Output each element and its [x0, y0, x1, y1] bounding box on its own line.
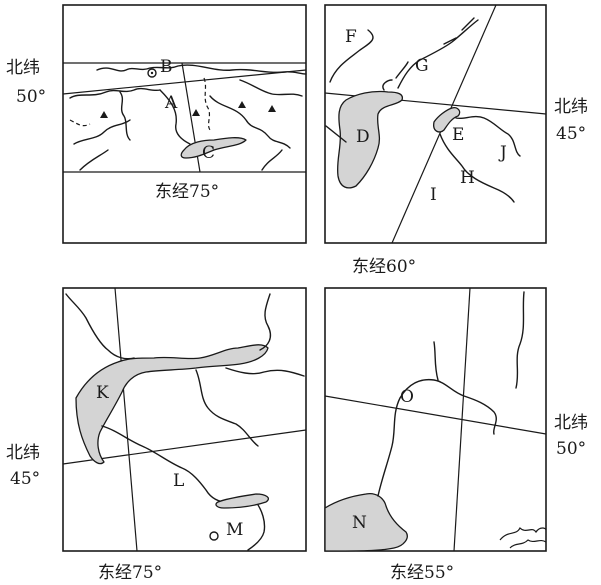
river-o: [377, 378, 497, 497]
lon-label-br: 东经55°: [390, 563, 454, 583]
lon-label-tr: 东经60°: [352, 257, 416, 277]
label-o: O: [400, 387, 414, 407]
river-g-upper: [461, 17, 475, 31]
panel-bottom-left-frame: [62, 287, 307, 552]
label-j: J: [498, 143, 507, 163]
panel-top-left-frame: [62, 4, 307, 244]
lat-deg-br: 50°: [556, 439, 586, 459]
river-sw: [73, 119, 131, 145]
river-h: [439, 133, 515, 203]
lat-line-50n: [62, 69, 307, 95]
panel-bottom-left: K L M 北纬 45° 东经75°: [6, 287, 307, 583]
lake-small-bl: [215, 493, 270, 509]
river-northern: [96, 64, 307, 75]
city-m-marker: [209, 531, 219, 541]
river-east: [209, 95, 291, 149]
mountain-peak-icon: [268, 105, 276, 112]
city-b-dot: [150, 71, 154, 75]
river-south-bl: [247, 501, 266, 551]
river-g-mid: [443, 37, 457, 45]
panel-bottom-right: N O 北纬 50° 东经55°: [324, 287, 588, 583]
river-ural: [382, 79, 393, 91]
river-inner: [195, 369, 259, 447]
river-g-seg: [395, 61, 409, 79]
lake-k: [75, 344, 269, 465]
panel-top-left: B A C 北纬 50° 东经75°: [6, 4, 307, 244]
label-m: M: [226, 520, 243, 540]
label-k: K: [96, 383, 109, 403]
lat-deg-tr: 45°: [556, 124, 586, 144]
panel-top-right: F G D E J H I 北纬 45° 东经60°: [324, 4, 588, 277]
label-c: C: [202, 143, 215, 163]
river-west: [69, 87, 161, 99]
border-dash-1: [69, 119, 91, 127]
lat-line-50n-br: [324, 395, 547, 435]
river-f: [329, 29, 374, 83]
panel-bottom-right-frame: [324, 287, 547, 552]
label-l: L: [173, 471, 184, 491]
label-i: I: [430, 185, 437, 205]
border-dash-2: [203, 77, 211, 131]
river-north-k: [65, 293, 135, 360]
coast-br: [499, 526, 547, 541]
lon-line-55e-br: [453, 287, 471, 552]
river-ne-br: [515, 291, 525, 389]
lat-deg-tl: 50°: [16, 87, 46, 107]
lat-word-br: 北纬: [554, 413, 588, 433]
mountain-peak-icon: [238, 101, 246, 108]
lat-word-tl: 北纬: [6, 58, 40, 78]
river-o-trib: [433, 341, 439, 381]
coast-br-2: [509, 539, 547, 549]
river-to-d: [325, 125, 347, 143]
lat-deg-bl: 45°: [10, 469, 40, 489]
lat-line-45n-bl: [62, 429, 307, 465]
river-central: [159, 89, 191, 145]
mountain-peak-icon: [100, 111, 108, 118]
river-ne: [239, 79, 303, 97]
river-ne-bl: [259, 293, 272, 351]
label-f: F: [345, 27, 357, 47]
lat-word-bl: 北纬: [6, 443, 40, 463]
river-a: [119, 91, 131, 141]
label-g: G: [415, 56, 429, 76]
mountain-peak-icon: [192, 109, 200, 116]
sea-e: [433, 106, 461, 133]
river-j: [455, 115, 521, 157]
lon-label-bl: 东经75°: [98, 563, 162, 583]
label-h: H: [460, 168, 475, 188]
river-ili: [101, 425, 237, 504]
lake-c: [180, 137, 247, 159]
lat-word-tr: 北纬: [554, 97, 588, 117]
label-n: N: [352, 513, 367, 533]
sea-d: [336, 90, 404, 189]
label-a: A: [164, 93, 178, 113]
label-e: E: [452, 125, 464, 145]
lon-line-75e-bl: [114, 287, 138, 552]
river-bottom-right: [261, 149, 283, 171]
river-east-bl: [225, 367, 305, 377]
lon-label-tl: 东经75°: [155, 182, 219, 202]
label-b: B: [160, 57, 173, 77]
river-bottom-left: [79, 149, 109, 171]
river-g: [397, 19, 479, 89]
panel-top-right-frame: [324, 4, 547, 244]
label-d: D: [356, 127, 370, 147]
sea-n: [324, 492, 408, 552]
